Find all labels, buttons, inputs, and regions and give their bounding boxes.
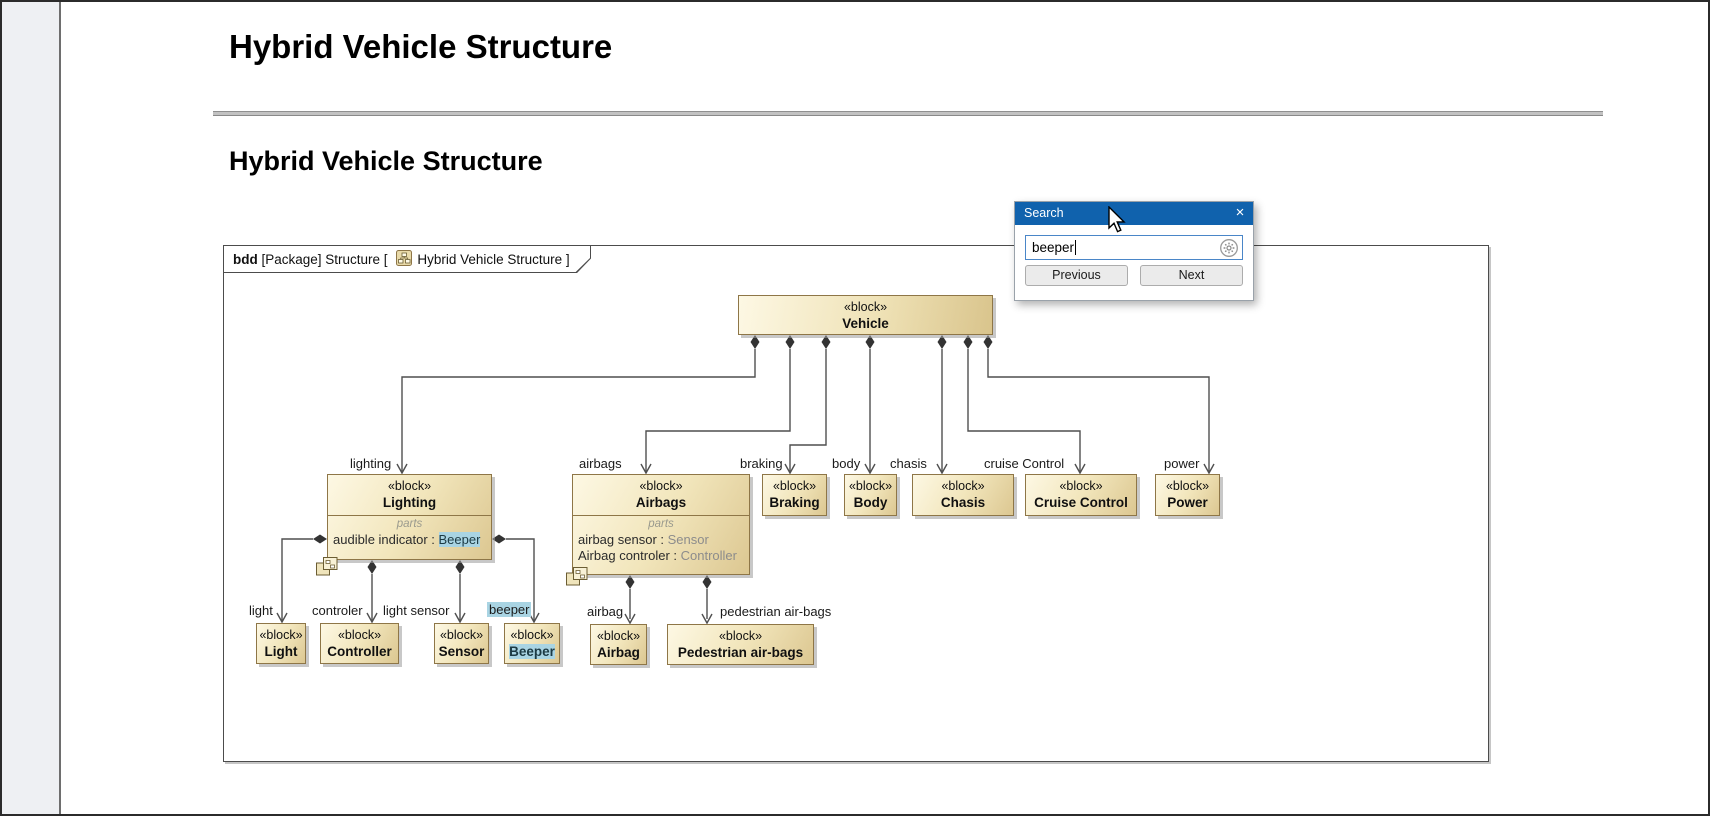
frame-close-bracket: ] [562,251,570,267]
part-type: Controller [680,548,737,563]
previous-button[interactable]: Previous [1025,265,1128,286]
block-name-highlighted: Beeper [509,644,555,659]
block-sensor[interactable]: «block» Sensor [434,623,489,664]
frame-name-tab: bdd [Package] Structure [ Hybrid Vehicle… [223,245,591,273]
vertical-scrollbar[interactable] [2,2,61,814]
block-pedestrian-air-bags[interactable]: «block» Pedestrian air-bags [667,624,814,665]
part-property[interactable]: airbag sensor : Sensor [573,532,749,548]
pedestrian-name: Pedestrian air-bags [677,645,804,660]
edge-label-body: body [832,456,861,471]
block-name: Light [264,644,298,659]
part-type: Sensor [667,532,709,547]
part-property[interactable]: audible indicator : Beeper [328,532,491,548]
block-stereotype: «block» [843,300,888,314]
horizontal-rule [213,111,1603,116]
block-beeper[interactable]: «block» Beeper [504,623,560,664]
block-braking[interactable]: «block» Braking [762,474,827,516]
parts-caption: parts [396,518,423,530]
next-button[interactable]: Next [1140,265,1243,286]
page-title: Hybrid Vehicle Structure [229,28,613,65]
block-name: Sensor [438,644,485,659]
part-name: airbag sensor : [578,532,668,547]
block-airbag[interactable]: «block» Sensor airbagAirbag [590,624,647,665]
search-dialog: Search × beeper Previous Next [1014,201,1254,301]
frame-diagram-name: Hybrid Vehicle Structure [417,251,563,267]
block-body[interactable]: «block» Body [844,474,897,516]
block-name: Lighting [382,495,437,510]
block-stereotype: «block» [639,479,683,493]
block-stereotype: «block» [439,628,484,642]
edge-label-controler: controler [312,603,363,618]
edge-label-light-sensor: light sensor [383,603,450,618]
block-chasis[interactable]: «block» Chasis [912,474,1014,516]
edge-label-airbags: airbags [579,456,622,471]
search-input-value: beeper [1032,240,1075,255]
block-vehicle[interactable]: «block» Vehicle [738,295,993,335]
block-name: Power [1167,495,1208,510]
frame-type-label: [Package] Structure [ [257,251,392,267]
block-stereotype: «block» [259,628,303,642]
search-options-gear-icon[interactable] [1219,238,1239,258]
part-name: audible indicator : [333,532,439,547]
block-name: Vehicle [842,316,889,331]
airbag-name: Airbag [597,645,640,660]
search-input[interactable]: beeper [1025,235,1243,260]
parts-compartment: parts audible indicator : Beeper [328,515,491,560]
block-stereotype: «block» [510,628,554,642]
block-name: Body [853,495,888,510]
block-stereotype: «block» [337,628,382,642]
mouse-cursor [1108,206,1126,233]
section-title: Hybrid Vehicle Structure [229,146,543,176]
text-caret [1075,240,1077,255]
block-stereotype: «block» [941,479,985,493]
block-name: Airbags [635,495,687,510]
edge-label-beeper-highlighted: beeper [487,602,532,617]
block-stereotype: «block» [596,629,641,643]
edge-label-chasis: chasis [890,456,927,471]
part-type-highlighted: Beeper [438,532,481,547]
part-property[interactable]: Airbag controler : Controller [573,548,749,564]
block-airbags[interactable]: «block» Airbags parts airbag sensor : Se… [572,474,750,575]
block-name: Cruise Control [1034,495,1128,510]
parts-caption: parts [648,518,674,530]
block-lighting[interactable]: «block» Lighting parts audible indicator… [327,474,492,560]
bdd-diagram-icon [396,249,413,269]
block-stereotype: «block» [772,479,817,493]
edge-label-pedestrian-air-bags: pedestrian air-bags [720,604,832,619]
search-dialog-title-bar[interactable]: Search [1015,202,1253,225]
block-stereotype: «block» [848,479,893,493]
block-stereotype: «block» [387,479,432,493]
block-name: Pedestrian air-bags [668,644,813,661]
block-stereotype: «block» [718,629,763,643]
block-name: Controller [327,644,392,659]
edge-label-airbag: airbag [587,604,624,619]
block-stereotype: «block» [1165,479,1210,493]
block-name: airbagAirbag [591,644,646,661]
close-icon[interactable]: × [1235,204,1245,221]
block-cruise-control[interactable]: «block» Cruise Control [1025,474,1137,516]
block-name: Chasis [940,495,986,510]
search-dialog-title: Search [1024,206,1064,220]
edge-label-braking: braking [740,456,783,471]
block-stereotype: «block» [1059,479,1103,493]
edge-label-light: light [249,603,273,618]
block-controller[interactable]: «block» Controller [320,623,399,664]
part-name: Airbag controler : [578,548,681,563]
block-light[interactable]: «block» Light [256,623,306,664]
edge-label-power: power [1164,456,1200,471]
composite-structure-icon [566,567,588,586]
frame-kind: bdd [233,251,258,267]
edge-label-cruise-control: cruise Control [984,456,1065,471]
parts-compartment: parts airbag sensor : Sensor Airbag cont… [573,515,749,575]
block-name: Braking [769,495,820,510]
composite-structure-icon [316,557,338,576]
block-power[interactable]: «block» Power [1155,474,1220,516]
edge-label-lighting: lighting [350,456,392,471]
